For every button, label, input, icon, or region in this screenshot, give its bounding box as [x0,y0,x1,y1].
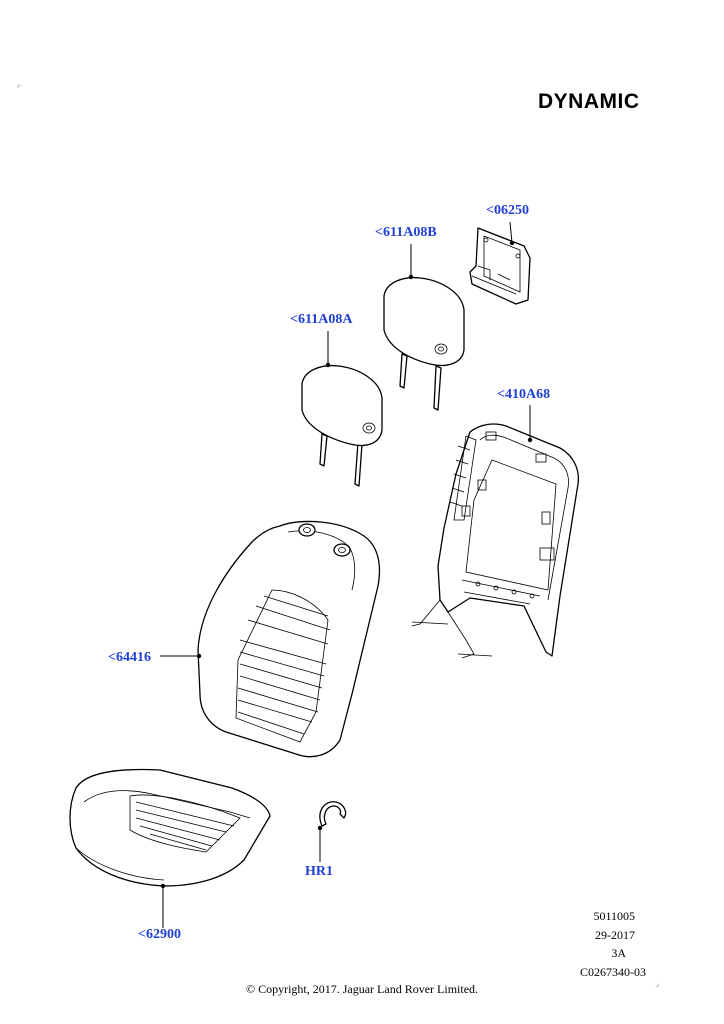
reference-revision: 3A [611,946,626,960]
diagram-title: DYNAMIC [538,90,640,113]
seat-cushion-cover-62900[interactable] [69,768,271,887]
reference-code: C0267340-03 [580,965,646,979]
leader-611A08A [325,331,331,368]
callout-62900[interactable]: <62900 [138,927,181,942]
headrest-611A08B[interactable] [383,276,465,411]
leader-64416 [160,653,202,659]
callout-HR1[interactable]: HR1 [305,864,333,879]
crop-mark-top-left: ⌜ [17,84,22,94]
reference-date: 29-2017 [595,928,635,942]
callout-06250[interactable]: <06250 [486,203,529,218]
seat-back-panel-410A68[interactable] [411,423,580,659]
bracket-06250[interactable] [469,227,531,305]
seat-back-cover-64416[interactable] [197,520,381,758]
callout-611A08B[interactable]: <611A08B [375,225,437,240]
hog-ring-HR1[interactable] [319,801,347,827]
headrest-611A08A[interactable] [301,364,383,487]
reference-number: 5011005 [593,909,635,923]
callout-64416[interactable]: <64416 [108,650,151,665]
callout-611A08A[interactable]: <611A08A [290,312,353,327]
crop-mark-bottom-right: ⌟ [655,978,660,988]
copyright-notice: © Copyright, 2017. Jaguar Land Rover Lim… [245,982,479,996]
callout-410A68[interactable]: <410A68 [497,387,551,402]
leader-HR1 [317,825,323,862]
leader-611A08B [408,244,414,280]
leader-410A68 [527,405,533,443]
leader-06250 [509,221,515,246]
leader-62900 [160,883,166,928]
